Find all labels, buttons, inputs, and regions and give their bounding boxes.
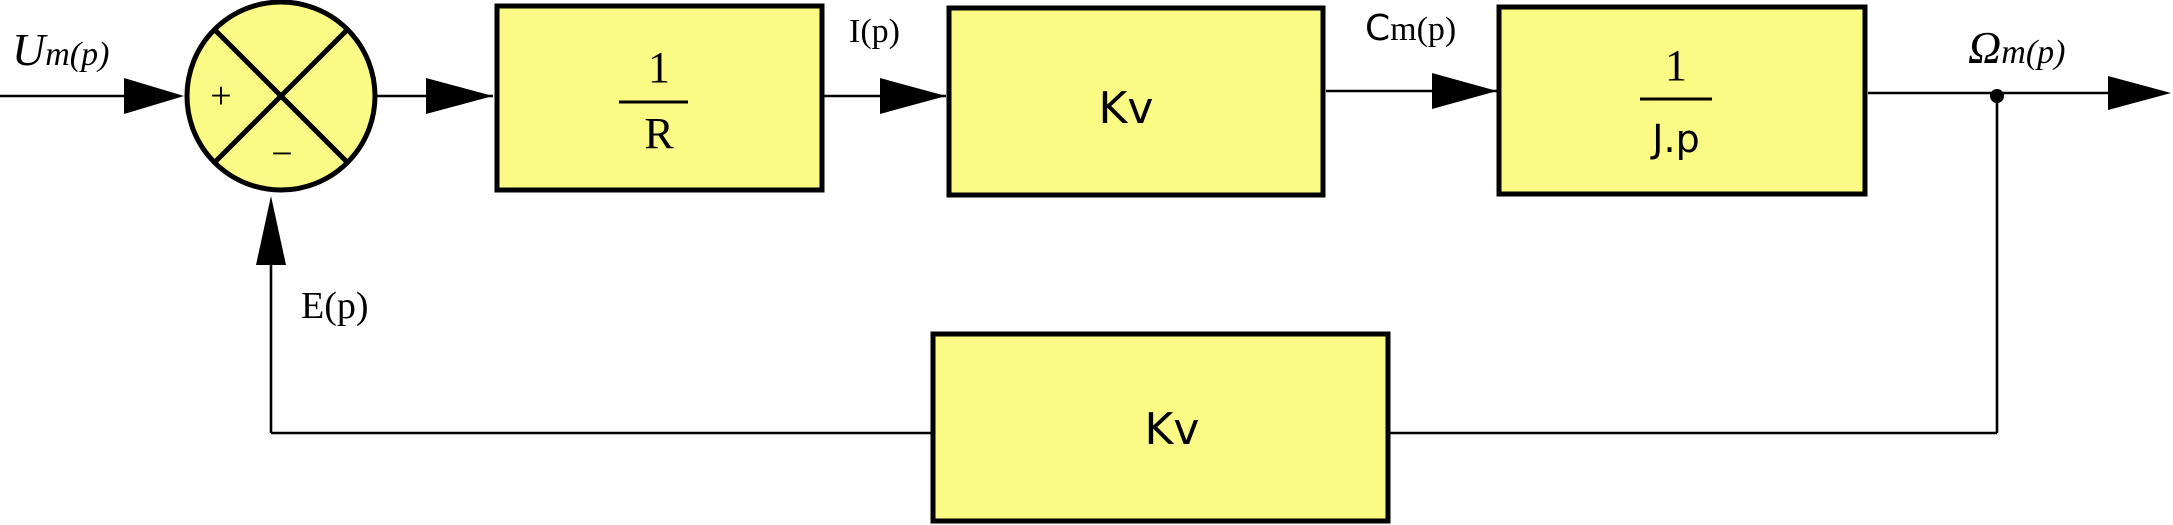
feedback-gain-label: Kv bbox=[1145, 404, 1200, 455]
resistance-numerator: 1 bbox=[648, 43, 670, 92]
kv-input-arrowhead bbox=[880, 78, 946, 114]
output-signal-label: Ωm(p) bbox=[1968, 22, 2065, 73]
sum-plus-sign: + bbox=[210, 75, 231, 117]
output-signal-sub: m(p) bbox=[2001, 34, 2065, 71]
input-arrowhead bbox=[124, 78, 184, 114]
inertia-denominator: J.p bbox=[1650, 117, 1699, 161]
output-signal-main: Ω bbox=[1968, 22, 2001, 73]
block-feedback-gain: Kv bbox=[930, 331, 1391, 524]
feedback-signal-label: E(p) bbox=[301, 285, 369, 327]
input-signal-label: Um(p) bbox=[12, 24, 109, 75]
torque-signal-label: Cm(p) bbox=[1365, 8, 1456, 49]
resistance-denominator: R bbox=[644, 109, 674, 158]
input-signal-sub: m(p) bbox=[45, 36, 109, 73]
torque-gain-label: Kv bbox=[1099, 83, 1154, 134]
summing-junction: + − bbox=[184, 0, 378, 193]
current-signal-label: I(p) bbox=[849, 13, 900, 50]
sum-minus-sign: − bbox=[271, 133, 292, 175]
feedback-arrowhead bbox=[256, 196, 286, 265]
torque-signal-main: C bbox=[1365, 8, 1390, 49]
input-signal-main: U bbox=[12, 24, 48, 75]
block-inertia: 1 J.p bbox=[1496, 4, 1868, 197]
torque-signal-sub: m(p) bbox=[1390, 11, 1456, 48]
r-input-arrowhead bbox=[426, 78, 493, 114]
block-torque-gain: Kv bbox=[946, 5, 1326, 198]
output-arrowhead bbox=[2108, 76, 2171, 110]
inertia-input-arrowhead bbox=[1432, 73, 1497, 109]
inertia-numerator: 1 bbox=[1665, 41, 1687, 90]
branch-point bbox=[1990, 89, 2004, 103]
sum-cross-line-b bbox=[212, 27, 350, 165]
block-resistance: 1 R bbox=[494, 3, 825, 193]
